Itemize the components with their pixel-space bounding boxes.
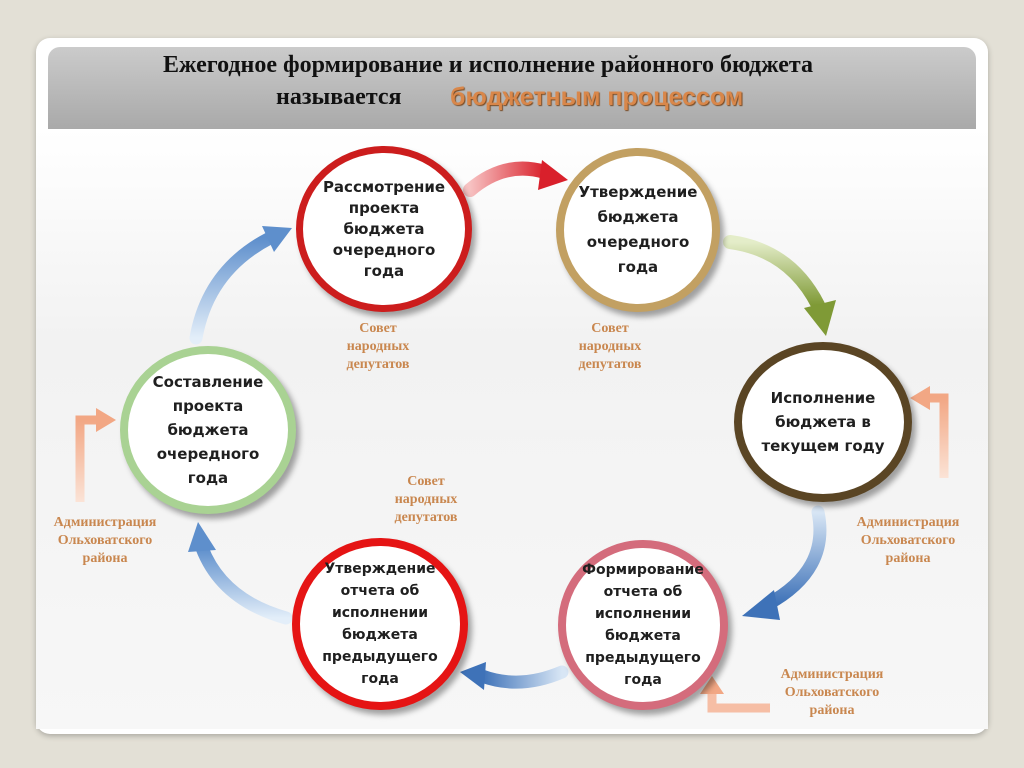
arrow-review-to-approve xyxy=(463,161,552,197)
stage-budget-execution: Исполнение бюджета в текущем году xyxy=(734,342,912,502)
actor-administration-label: Администрация Ольховатского района xyxy=(53,515,157,566)
stage-budget-review: Рассмотрение проекта бюджета очередного … xyxy=(296,146,472,312)
arrow-admin-right xyxy=(928,393,949,478)
actor-council-label: Совет народных депутатов xyxy=(394,474,458,525)
slide-title: Ежегодное формирование и исполнение райо… xyxy=(163,52,813,78)
arrow-report-to-approve-report xyxy=(475,665,569,689)
actor-administration-label: Администрация Ольховатского района xyxy=(780,667,884,718)
arrow-approve-to-execute xyxy=(723,235,825,312)
stage-budget-approval: Утверждение бюджета очередного года xyxy=(556,148,720,312)
title-bar xyxy=(48,47,976,129)
arrow-draft-to-review xyxy=(189,231,277,345)
actor-administration-label: Администрация Ольховатского района xyxy=(856,515,960,566)
stage-report-approval: Утверждение отчета об исполнении бюджета… xyxy=(292,538,468,710)
actor-council-label: Совет народных депутатов xyxy=(578,321,642,372)
arrow-admin-left xyxy=(75,415,98,502)
slide-title-line2: называется xyxy=(276,84,402,110)
arrow-approve-report-to-draft xyxy=(195,541,293,625)
actor-council-label: Совет народных депутатов xyxy=(346,321,410,372)
arrow-execute-to-report xyxy=(761,505,827,611)
stage-report-formation: Формирование отчета об исполнении бюджет… xyxy=(558,540,728,710)
slide-title-accent: бюджетным процессом xyxy=(450,83,744,111)
stage-budget-drafting: Составление проекта бюджета очередного г… xyxy=(120,346,296,514)
arrow-admin-bottom xyxy=(707,692,770,713)
